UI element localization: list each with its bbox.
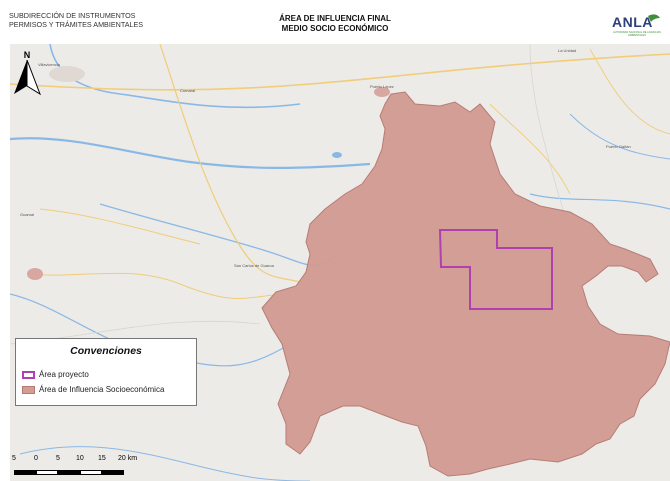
- road: [159, 44, 311, 285]
- place-label: Cumaral: [180, 88, 196, 93]
- road: [489, 103, 571, 195]
- north-arrow-icon: [14, 60, 41, 96]
- logo-text: ANLA: [612, 14, 653, 30]
- scale-segment: [14, 470, 36, 475]
- road: [29, 272, 281, 299]
- town-marker: [27, 268, 43, 280]
- river: [569, 113, 670, 160]
- scale-tick: 5: [12, 455, 16, 462]
- project-area-polygon: [438, 229, 553, 310]
- legend-item-label: Área de Influencia Socioeconómica: [39, 385, 165, 394]
- boundary-line: [529, 44, 571, 235]
- north-label: N: [23, 50, 31, 60]
- river: [529, 193, 670, 210]
- place-label: San Carlos de Guaroa: [234, 263, 274, 268]
- legend-title: Convenciones: [70, 345, 142, 357]
- river: [49, 44, 301, 109]
- place-label: Puerto López: [370, 84, 394, 89]
- map-canvas[interactable]: Villavicencio Puerto López Guamal San Ca…: [10, 44, 670, 481]
- logo-subtitle: AUTORIDAD NACIONAL DE LICENCIAS AMBIENTA…: [613, 31, 661, 37]
- road: [10, 53, 670, 91]
- agency-line-2: PERMISOS Y TRÁMITES AMBIENTALES: [9, 19, 144, 29]
- project-area-swatch: [22, 371, 35, 379]
- river: [19, 446, 311, 481]
- north-arrow: N: [12, 50, 42, 96]
- town-marker: [49, 66, 85, 82]
- scale-bar: 5 0 5 10 15 20 km: [12, 455, 147, 481]
- place-label: La Unidad: [558, 48, 577, 53]
- scale-tick: 20 km: [118, 455, 138, 462]
- anla-logo: ANLA AUTORIDAD NACIONAL DE LICENCIAS AMB…: [608, 10, 664, 40]
- influence-area-swatch: [22, 386, 35, 394]
- place-label: Villavicencio: [38, 62, 60, 67]
- leaf-icon: [648, 14, 660, 22]
- river: [10, 137, 371, 169]
- scale-tick: 10: [76, 455, 84, 462]
- place-label: Puerto Gaitán: [606, 144, 631, 149]
- agency-subtitle: SUBDIRECCIÓN DE INSTRUMENTOS PERMISOS Y …: [9, 11, 144, 29]
- influence-area-polygon: [261, 91, 670, 477]
- scale-segment: [102, 470, 124, 475]
- legend-item-label: Área proyecto: [39, 370, 89, 379]
- map-title: ÁREA DE INFLUENCIA FINAL MEDIO SOCIO ECO…: [200, 14, 470, 33]
- scale-segment: [36, 470, 58, 475]
- road: [39, 208, 201, 245]
- scale-segment: [58, 470, 80, 475]
- map-title-line-2: MEDIO SOCIO ECONÓMICO: [281, 23, 389, 33]
- place-label: Guamal: [20, 212, 35, 217]
- road: [589, 48, 670, 135]
- map-title-line-1: ÁREA DE INFLUENCIA FINAL: [279, 14, 391, 23]
- river: [99, 203, 341, 266]
- scale-segment: [80, 470, 102, 475]
- scale-tick: 0: [34, 455, 38, 462]
- scale-tick: 5: [56, 455, 60, 462]
- map-legend: Convenciones Área proyecto Área de Influ…: [15, 338, 197, 406]
- scale-tick: 15: [98, 455, 106, 462]
- base-map: [10, 44, 670, 481]
- map-header: SUBDIRECCIÓN DE INSTRUMENTOS PERMISOS Y …: [0, 0, 670, 44]
- agency-line-1: SUBDIRECCIÓN DE INSTRUMENTOS: [9, 11, 136, 20]
- town-marker: [374, 87, 390, 97]
- lake: [332, 152, 342, 158]
